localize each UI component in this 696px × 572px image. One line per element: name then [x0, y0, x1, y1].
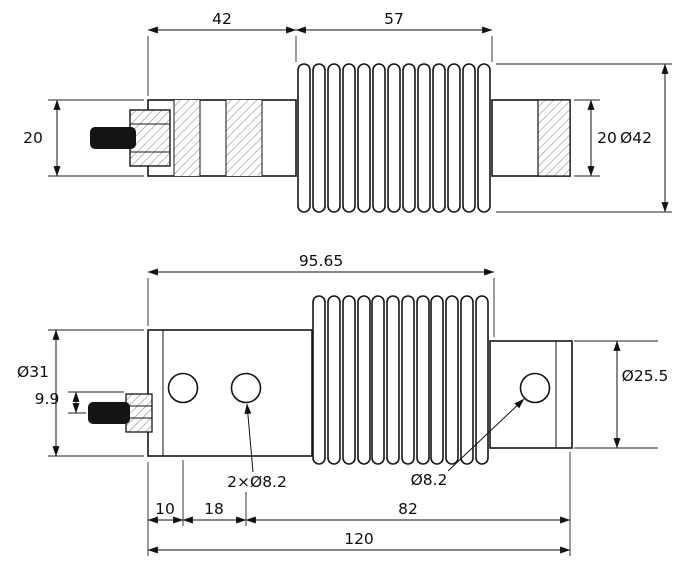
bellows-segment: [357, 63, 371, 213]
mounting-hole: [167, 372, 199, 404]
bellows-segment: [312, 295, 326, 465]
bottom-view: 95.65 Ø31 9.9 2×Ø8.2 Ø8.2 Ø25.5 10 18 82: [17, 252, 668, 556]
dim-label-dia255: Ø25.5: [622, 367, 669, 385]
bellows-segment: [342, 63, 356, 213]
band-frame: [537, 99, 571, 177]
dim-label-120: 120: [344, 530, 374, 548]
bellows: [297, 63, 491, 213]
cable: [90, 127, 136, 149]
dim-label-57: 57: [384, 10, 404, 28]
bellows-segment: [312, 63, 326, 213]
bellows-segment: [416, 295, 430, 465]
bellows-segment: [401, 295, 415, 465]
dim-label-18: 18: [204, 500, 224, 518]
bellows-segment: [462, 63, 476, 213]
bellows-segment: [432, 63, 446, 213]
bellows-segment: [417, 63, 431, 213]
section-hatch-band: [538, 100, 570, 176]
bellows-segment: [460, 295, 474, 465]
dim-label-9565: 95.65: [299, 252, 343, 270]
dim-label-20-right: 20: [597, 129, 617, 147]
dim-label-99: 9.9: [35, 390, 60, 408]
bellows-segment: [387, 63, 401, 213]
dim-label-82: 82: [398, 500, 418, 518]
bellows-segment: [386, 295, 400, 465]
bellows-segment: [327, 295, 341, 465]
bellows-segment: [402, 63, 416, 213]
section-hatch-band: [174, 100, 200, 176]
cable: [88, 402, 130, 424]
mounting-hole: [519, 372, 551, 404]
mounting-hole: [230, 372, 262, 404]
top-view: 42 57 20 20 Ø42: [23, 10, 672, 213]
bellows-segment: [430, 295, 444, 465]
bellows-segment: [342, 295, 356, 465]
hole-right-label: Ø8.2: [411, 471, 448, 489]
dim-label-10: 10: [155, 500, 175, 518]
dim-label-dia42: Ø42: [620, 129, 652, 147]
bellows-segment: [445, 295, 459, 465]
bellows-segment: [477, 63, 491, 213]
cable-gland: [129, 109, 171, 167]
bellows-segment: [357, 295, 371, 465]
leader-line-hole-right: [447, 398, 525, 472]
bellows: [312, 295, 489, 465]
dim-label-dia31: Ø31: [17, 363, 49, 381]
holes-label: 2×Ø8.2: [227, 473, 287, 491]
dim-label-42: 42: [212, 10, 232, 28]
bellows-segment: [297, 63, 311, 213]
bellows-segment: [475, 295, 489, 465]
bellows-segment: [371, 295, 385, 465]
bellows-segment: [447, 63, 461, 213]
dim-label-20-left: 20: [23, 129, 43, 147]
section-hatch-band: [226, 100, 262, 176]
leader-line-holes: [244, 403, 254, 473]
barrel-body: [147, 99, 297, 177]
bellows-segment: [327, 63, 341, 213]
bellows-segment: [372, 63, 386, 213]
